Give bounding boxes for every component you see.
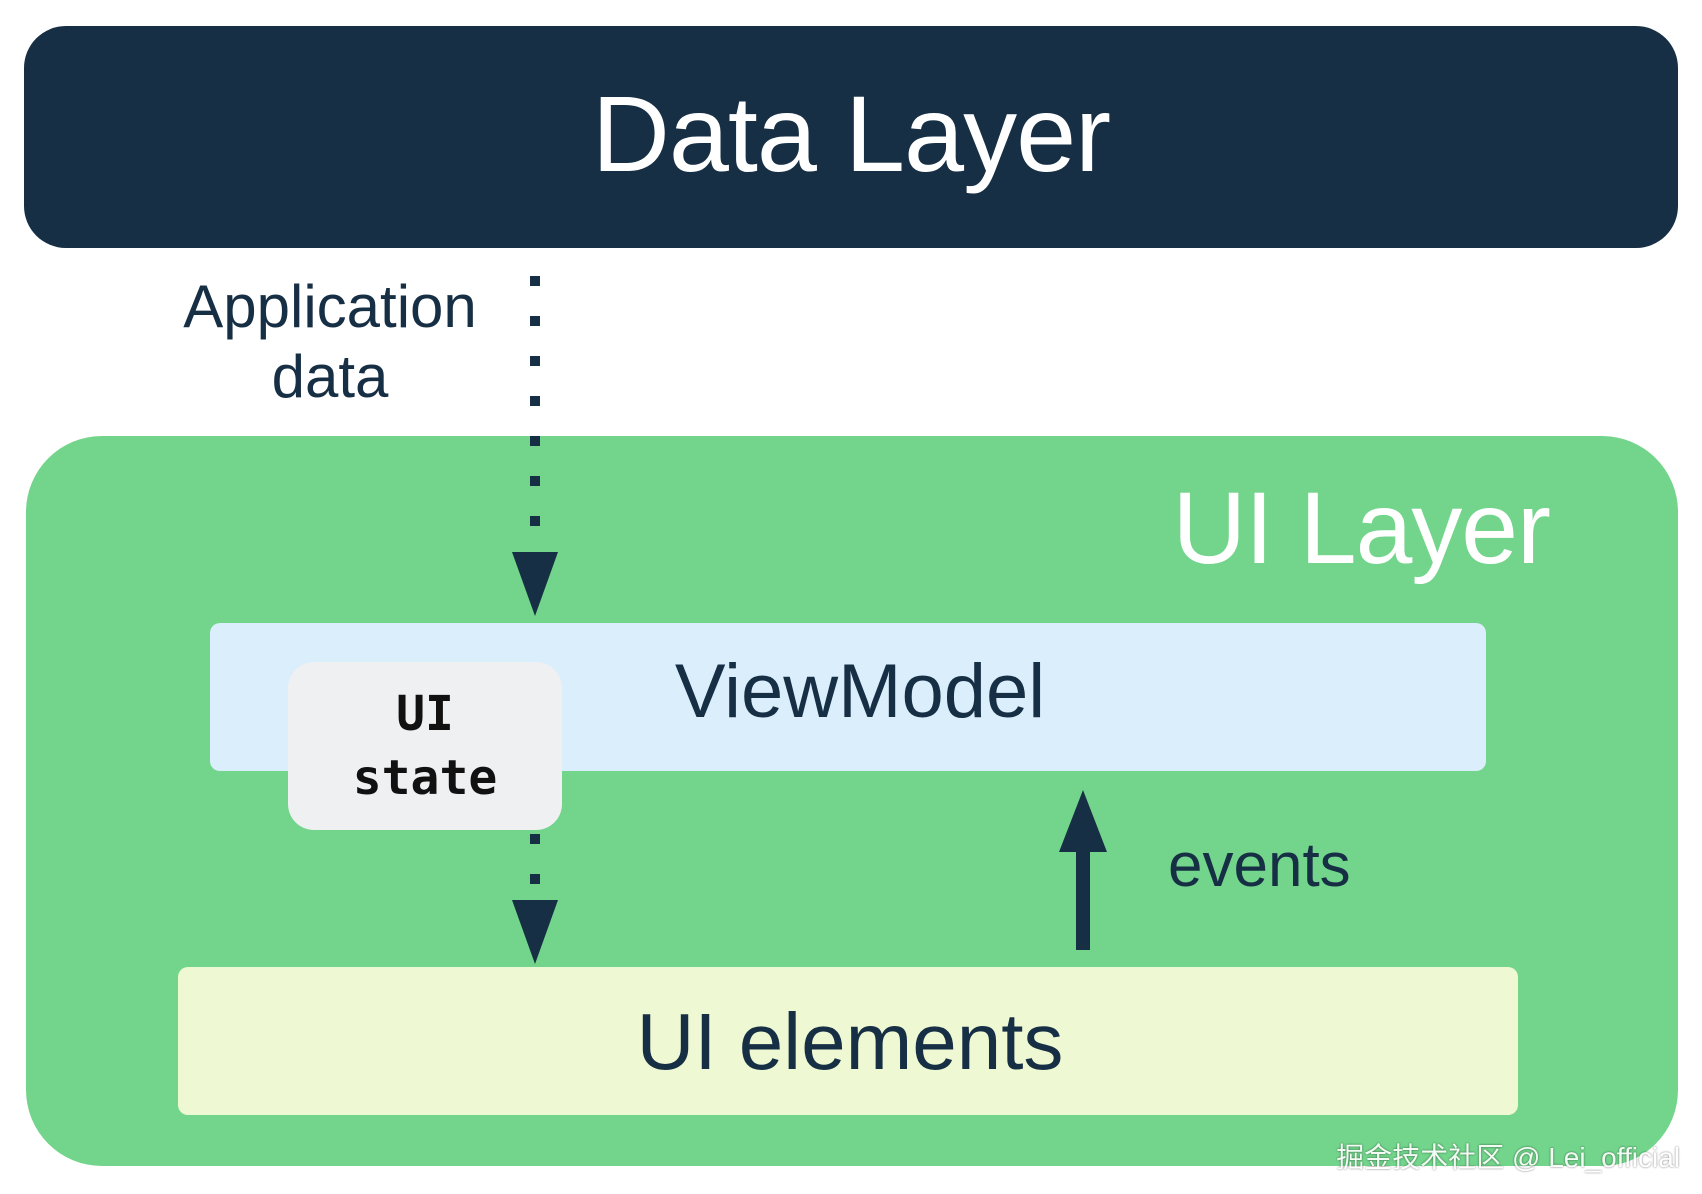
ui-state-line2: state: [352, 750, 498, 806]
ui-elements-label: UI elements: [636, 997, 1064, 1086]
viewmodel-label: ViewModel: [674, 649, 1046, 734]
application-data-line2: data: [271, 343, 389, 410]
ui-state-chip: UI state: [288, 662, 562, 830]
watermark: 掘金技术社区 @ Lei_official: [1336, 1142, 1680, 1173]
events-arrowhead: [1059, 790, 1107, 852]
ui-state-line1: UI: [396, 686, 454, 742]
ui-layer-title: UI Layer: [1172, 471, 1552, 585]
data-layer-box: Data Layer: [24, 26, 1678, 248]
application-data-line1: Application: [183, 273, 477, 340]
ui-elements-box: [178, 967, 1518, 1115]
application-data-label: Application data: [150, 272, 510, 412]
data-layer-title: Data Layer: [591, 72, 1111, 194]
events-label: events: [1168, 831, 1351, 900]
application-data-arrowhead: [512, 552, 558, 616]
ui-state-arrowhead: [512, 900, 558, 964]
